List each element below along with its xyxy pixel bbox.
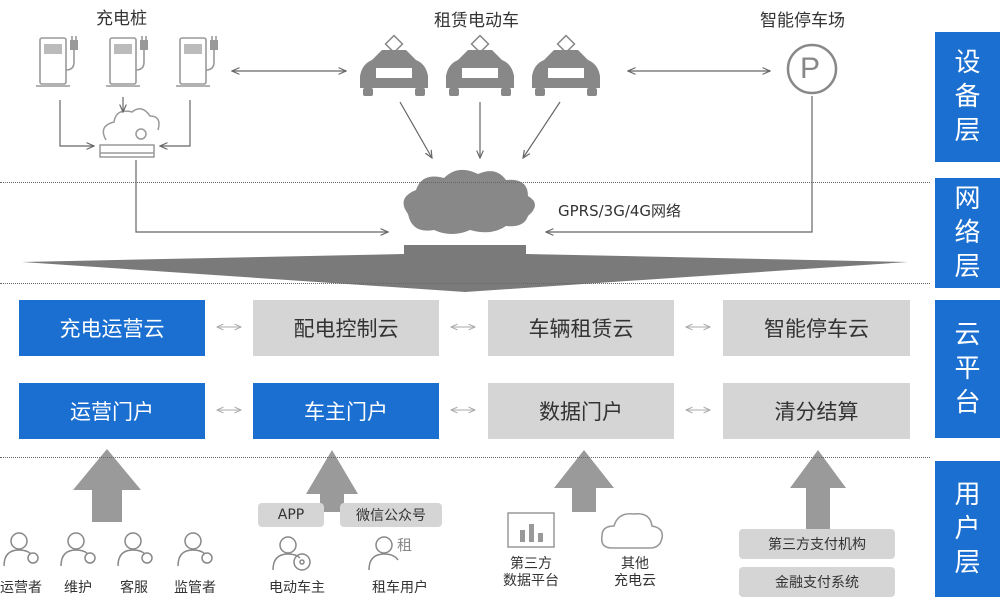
separator-network-cloud	[0, 283, 930, 284]
service-person-icon	[117, 532, 153, 567]
operator-label: 运营者	[0, 580, 42, 596]
charging-pile-label: 充电桩	[96, 9, 147, 29]
third-party-data-label: 第三方 数据平台	[503, 556, 559, 589]
ev-owner-person-icon	[272, 536, 311, 571]
data-portal: 数据门户	[488, 383, 674, 439]
network-label: GPRS/3G/4G网络	[558, 202, 682, 220]
pile-network-arrow	[135, 160, 388, 232]
upward-arrows	[73, 449, 846, 530]
clearing-settlement: 清分结算	[723, 383, 910, 439]
pile-to-cloud-arrows	[59, 97, 191, 146]
charging-pile-icon-2	[106, 36, 148, 87]
rental-car-icon-1	[360, 34, 428, 96]
owner-portal: 车主门户	[253, 383, 439, 439]
parking-network-arrow	[546, 96, 813, 232]
data-platform-icon	[507, 512, 555, 548]
vehicle-rental-cloud: 车辆租赁云	[488, 300, 674, 356]
layer-label-user: 用户层	[935, 461, 1000, 597]
app-pill: APP	[258, 503, 324, 527]
service-label: 客服	[120, 580, 148, 596]
maintenance-label: 维护	[64, 580, 92, 596]
parking-symbol: P	[800, 52, 821, 85]
convergence-funnel	[22, 245, 908, 292]
supervisor-label: 监管者	[174, 580, 216, 596]
car-to-network-arrows	[399, 101, 561, 158]
charging-pile-icon-1	[36, 36, 78, 87]
finance-payment-pill: 金融支付系统	[739, 567, 895, 597]
renter-badge: 租	[397, 536, 413, 554]
layer-label-cloud: 云平台	[935, 300, 1000, 438]
parking-label: 智能停车场	[760, 11, 845, 31]
up-arrow-3	[554, 450, 614, 512]
operation-portal: 运营门户	[19, 383, 205, 439]
platform-connectors	[217, 327, 710, 410]
other-cloud-label: 其他 充电云	[614, 556, 656, 589]
supervisor-person-icon	[177, 532, 213, 567]
user-icons	[3, 532, 399, 571]
up-arrow-4	[790, 450, 846, 530]
other-cloud-icon	[600, 512, 664, 549]
separator-cloud-user	[0, 457, 930, 458]
rental-car-label: 租赁电动车	[434, 11, 519, 31]
power-distribution-cloud: 配电控制云	[253, 300, 439, 356]
maintenance-person-icon	[60, 532, 96, 567]
ev-owner-label: 电动车主	[269, 580, 325, 596]
network-cloud-icon	[403, 169, 535, 234]
layer-label-network: 网络层	[935, 178, 1000, 288]
rental-car-icon-3	[532, 34, 600, 96]
smart-parking-cloud: 智能停车云	[723, 300, 910, 356]
charging-operation-cloud: 充电运营云	[19, 300, 205, 356]
separator-device-network	[0, 182, 930, 183]
rental-car-icon-2	[446, 34, 514, 96]
charging-pile-icon-3	[176, 36, 218, 87]
third-party-payment-pill: 第三方支付机构	[739, 529, 895, 559]
cloud-server-icon	[99, 108, 160, 158]
up-arrow-2	[306, 450, 358, 512]
parking-icon	[786, 43, 838, 95]
renter-person-icon	[368, 536, 399, 571]
wechat-pill: 微信公众号	[340, 503, 442, 527]
up-arrow-1	[73, 449, 141, 522]
layer-label-device: 设备层	[935, 32, 1000, 162]
renter-label: 租车用户	[372, 580, 428, 596]
operator-person-icon	[3, 532, 39, 567]
